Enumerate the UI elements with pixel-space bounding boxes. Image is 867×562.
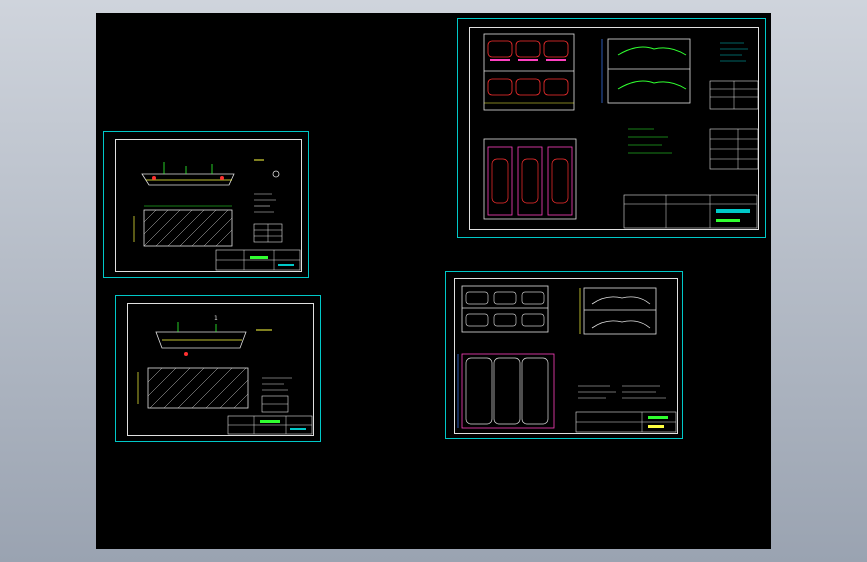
sheet-2-frame bbox=[127, 303, 314, 436]
drawing-sheet-2[interactable]: 1 bbox=[115, 295, 321, 442]
sheet-1-drawing bbox=[133, 159, 301, 271]
drawing-sheet-1[interactable] bbox=[103, 131, 309, 278]
drawing-sheet-3[interactable] bbox=[457, 18, 766, 238]
drawing-sheet-4[interactable] bbox=[445, 271, 683, 439]
sheet-1-frame bbox=[115, 139, 302, 272]
sheet-2-marker: 1 bbox=[214, 315, 218, 322]
sheet-2-drawing: 1 bbox=[137, 315, 313, 435]
sheet-3-frame bbox=[469, 27, 759, 230]
cad-model-viewport[interactable]: 1 bbox=[96, 13, 771, 549]
sheet-3-drawing bbox=[483, 33, 759, 229]
sheet-4-frame bbox=[454, 278, 678, 434]
sheet-4-drawing bbox=[457, 285, 677, 433]
